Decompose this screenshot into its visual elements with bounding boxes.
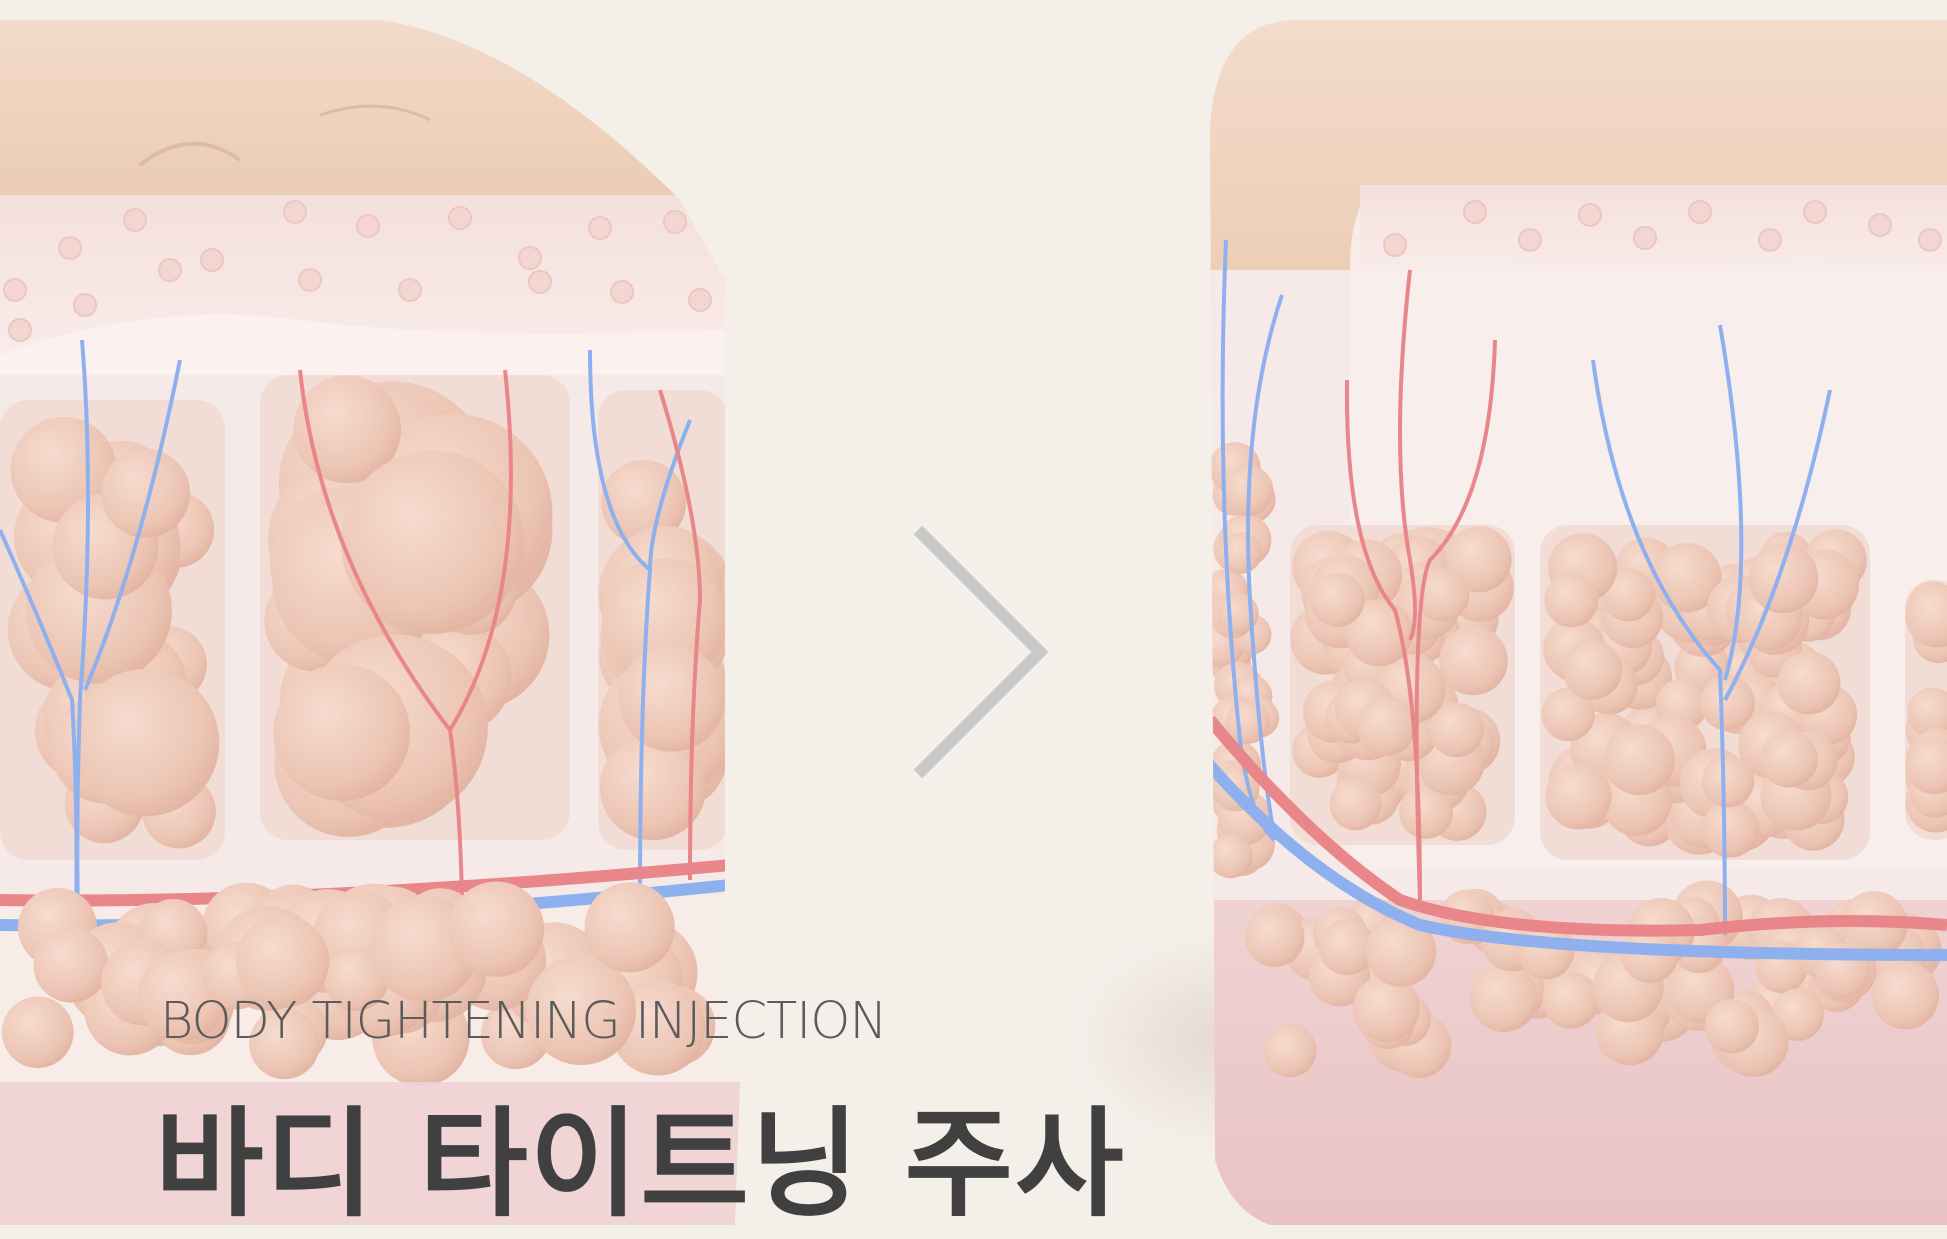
dermis-dot bbox=[1804, 201, 1826, 223]
dermis-dot bbox=[1869, 214, 1891, 236]
dermis-dot bbox=[284, 201, 306, 223]
fat-cell bbox=[1310, 573, 1364, 627]
dermis-dot bbox=[1759, 229, 1781, 251]
dermis-dot bbox=[9, 319, 31, 341]
dermis-dot bbox=[1464, 201, 1486, 223]
dermis-dot bbox=[1689, 201, 1711, 223]
dermis-dot bbox=[1919, 229, 1941, 251]
fat-cell bbox=[1748, 543, 1818, 613]
dermis-dot bbox=[399, 279, 421, 301]
fat-cell bbox=[1702, 801, 1759, 858]
fat-cell bbox=[273, 664, 410, 801]
fat-cell bbox=[1544, 573, 1598, 627]
dermis-dot bbox=[124, 209, 146, 231]
dermis-dot bbox=[689, 289, 711, 311]
fat-cell bbox=[1761, 730, 1818, 787]
fat-cell bbox=[1604, 724, 1675, 795]
fat-cell bbox=[101, 449, 190, 538]
fat-cell bbox=[1209, 834, 1253, 878]
dermis-dot bbox=[449, 207, 471, 229]
caption-title: 바디 타이트닝 주사 bbox=[155, 1068, 1126, 1239]
fat-cell bbox=[1546, 763, 1612, 829]
fat-cell bbox=[1470, 964, 1538, 1032]
dermis-dot bbox=[74, 294, 96, 316]
fat-cell bbox=[1245, 907, 1305, 967]
fat-cell bbox=[449, 882, 544, 977]
dermis-dot bbox=[159, 259, 181, 281]
fat-cell bbox=[1700, 675, 1755, 730]
dermis-dot bbox=[1634, 227, 1656, 249]
fat-cell bbox=[1563, 640, 1622, 699]
fat-cell bbox=[2, 996, 74, 1068]
fat-cell bbox=[1357, 697, 1416, 756]
fat-cell bbox=[1778, 652, 1841, 715]
fat-cell bbox=[72, 669, 219, 816]
dermis-dot bbox=[4, 279, 26, 301]
fat-cell bbox=[1542, 972, 1599, 1029]
fat-cell bbox=[1705, 999, 1759, 1053]
dermis-dot bbox=[611, 281, 633, 303]
dermis-dot bbox=[664, 211, 686, 233]
dermis-dot bbox=[357, 215, 379, 237]
dermis-dot bbox=[589, 217, 611, 239]
dermis-dot bbox=[1579, 204, 1601, 226]
skin-after-block bbox=[1200, 0, 1947, 1225]
fat-cell bbox=[585, 882, 675, 972]
dermis-dot bbox=[299, 269, 321, 291]
fat-cell bbox=[1872, 962, 1939, 1029]
caption-subtitle: BODY TIGHTENING INJECTION bbox=[160, 992, 887, 1051]
dermis-dot bbox=[59, 237, 81, 259]
dermis-dot bbox=[1519, 229, 1541, 251]
fat-cell bbox=[1226, 700, 1270, 744]
chevron-right-icon bbox=[918, 530, 1040, 774]
fat-cell bbox=[619, 645, 726, 752]
fat-cell bbox=[1264, 1024, 1317, 1077]
dermis-dot bbox=[1384, 234, 1406, 256]
fat-cell bbox=[1329, 778, 1381, 830]
dermis-dot bbox=[529, 271, 551, 293]
fat-cell bbox=[33, 927, 108, 1002]
fat-cell bbox=[1702, 755, 1754, 807]
dermis-dot bbox=[519, 247, 541, 269]
dermis-dot bbox=[201, 249, 223, 271]
